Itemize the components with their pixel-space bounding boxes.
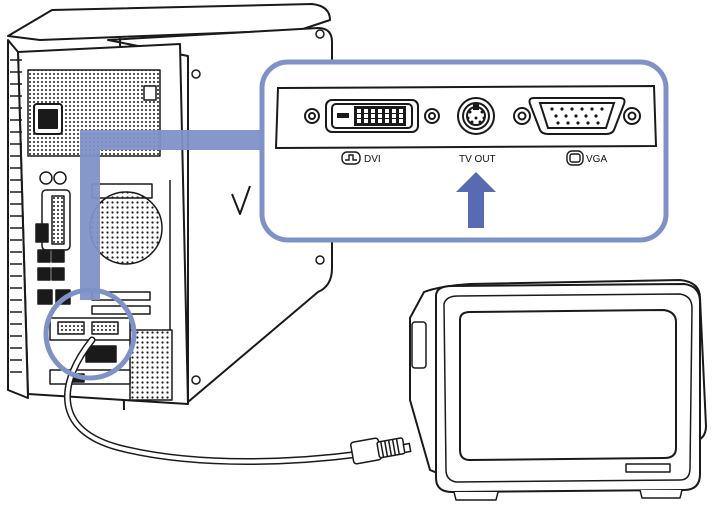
dvi-label: DVI xyxy=(364,154,381,165)
port-highlight-circle xyxy=(43,287,137,381)
lower-vent xyxy=(129,329,173,401)
vga-label: VGA xyxy=(586,154,607,165)
dvi-connector xyxy=(304,99,440,133)
s-video-cable xyxy=(64,336,364,465)
cable-plug xyxy=(350,437,412,465)
tv-set xyxy=(409,279,707,501)
vga-connector xyxy=(513,97,641,135)
tv-out-label: TV OUT xyxy=(459,154,496,165)
digital-display-icon xyxy=(341,151,361,165)
fan-vent xyxy=(89,191,163,265)
monitor-icon xyxy=(566,150,584,166)
tv-out-connector xyxy=(457,97,495,135)
up-arrow-icon xyxy=(456,172,496,228)
callout: DVI TV OUT VGA xyxy=(43,59,669,381)
tv-screen xyxy=(459,309,677,461)
